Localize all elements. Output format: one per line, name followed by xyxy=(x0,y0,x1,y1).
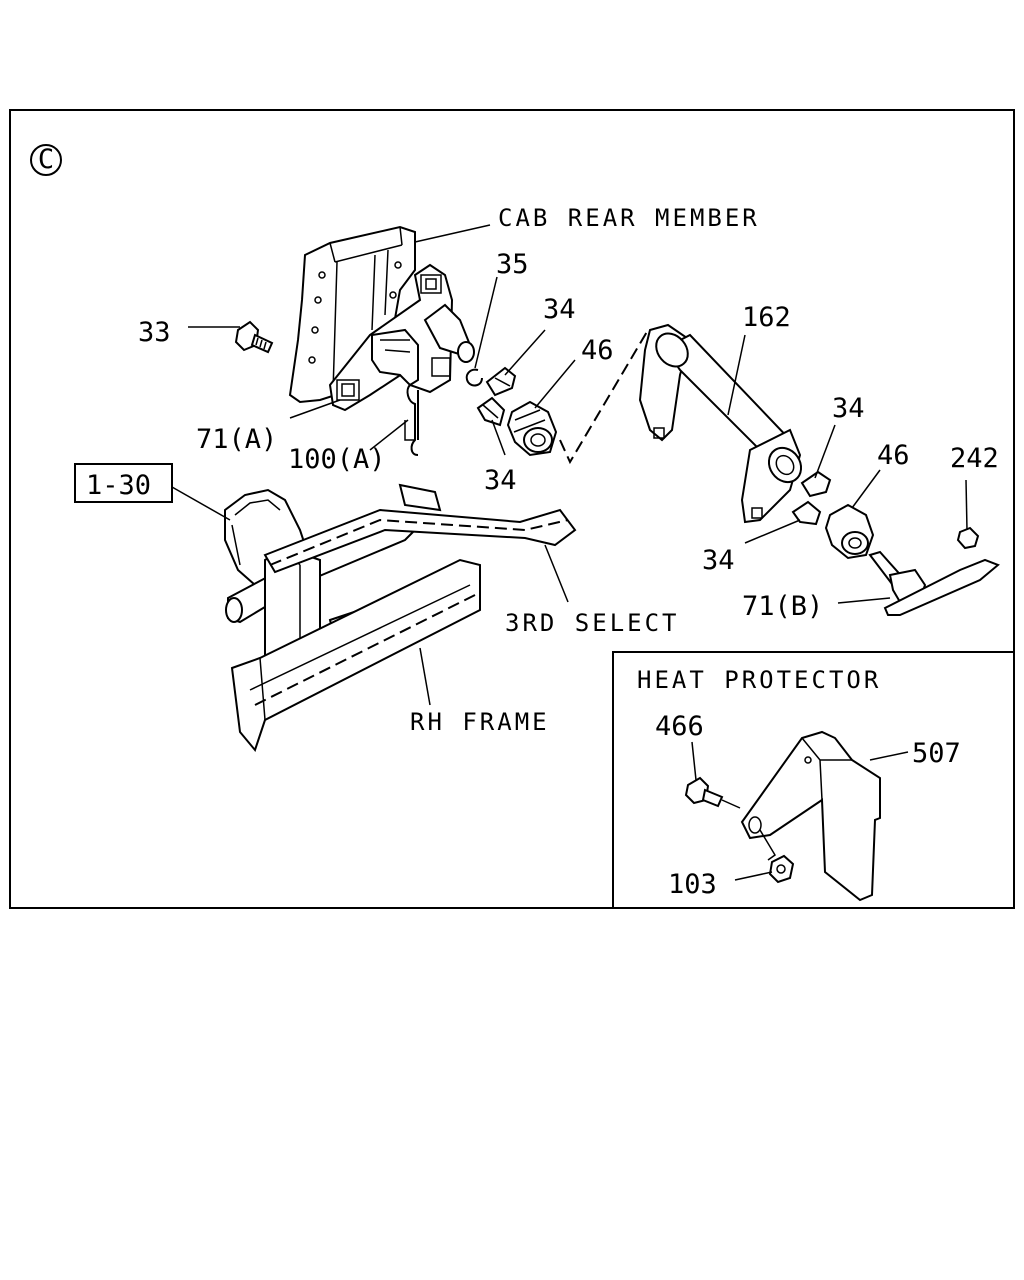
cross-tube-162 xyxy=(638,323,803,524)
label-46-left: 46 xyxy=(581,335,614,366)
label-507: 507 xyxy=(912,738,961,769)
label-103: 103 xyxy=(668,869,717,900)
label-71a: 71(A) xyxy=(196,424,277,455)
diagram-border xyxy=(9,109,1015,909)
label-cab-rear-member: CAB REAR MEMBER xyxy=(498,204,760,232)
leader-lines xyxy=(171,224,968,706)
bushing-half-34-lower xyxy=(476,396,506,427)
label-34-mid: 34 xyxy=(484,465,517,496)
inset-title: HEAT PROTECTOR xyxy=(637,666,881,694)
label-3rd-select: 3RD SELECT xyxy=(505,609,680,637)
bolt-33 xyxy=(234,320,274,354)
bushing-half-34-right-top xyxy=(800,470,832,498)
label-100a: 100(A) xyxy=(288,444,386,475)
inset-leaders xyxy=(691,741,909,881)
label-242: 242 xyxy=(950,443,999,474)
select-rod xyxy=(263,483,577,574)
label-35: 35 xyxy=(496,249,529,280)
label-33: 33 xyxy=(138,317,171,348)
bracket-71a xyxy=(328,263,475,412)
nut-242 xyxy=(956,526,980,550)
label-71b: 71(B) xyxy=(742,591,823,622)
label-162: 162 xyxy=(742,302,791,333)
bushing-half-34-upper xyxy=(485,366,517,397)
rh-frame-rail xyxy=(230,558,481,753)
assembly-centerline xyxy=(559,329,649,465)
bracket-71b xyxy=(868,550,1000,616)
label-46-right: 46 xyxy=(877,440,910,471)
heat-protector-inset: HEAT PROTECTOR 466 507 103 xyxy=(612,651,1015,909)
label-rh-frame: RH FRAME xyxy=(410,708,550,736)
clip-35 xyxy=(465,368,483,387)
nut-103 xyxy=(768,854,795,884)
bolt-466 xyxy=(684,776,741,809)
label-466: 466 xyxy=(655,711,704,742)
spring-100a xyxy=(404,384,419,456)
label-34-top: 34 xyxy=(543,294,576,325)
label-34-right-bottom: 34 xyxy=(702,545,735,576)
section-mark-letter: C xyxy=(38,144,54,175)
heat-protector-507 xyxy=(740,730,881,902)
ref-box-1-30: 1-30 xyxy=(74,463,173,503)
label-1-30: 1-30 xyxy=(86,470,151,501)
label-34-right-top: 34 xyxy=(832,393,865,424)
section-mark: C xyxy=(30,144,62,176)
bushing-46-right xyxy=(824,503,875,560)
bushing-46-left xyxy=(506,400,558,457)
